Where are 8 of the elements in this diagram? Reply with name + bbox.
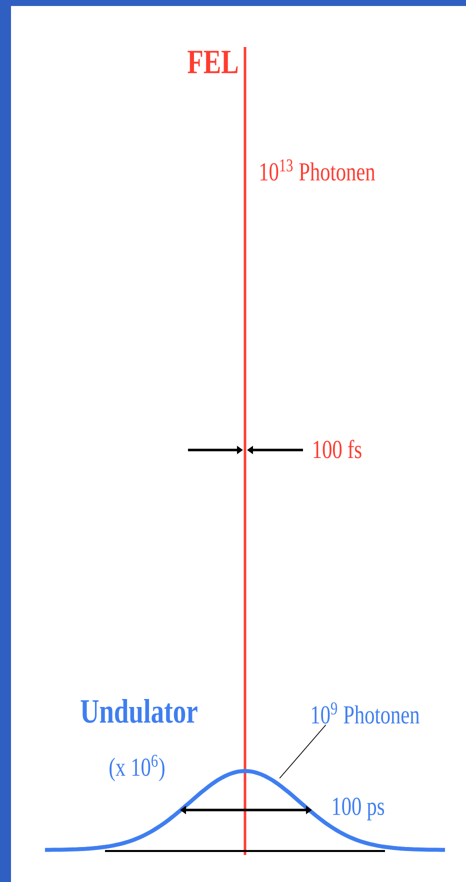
scale-factor-label: (x 10$^{6}$): [110, 754, 164, 782]
device-title: FEL: [188, 50, 238, 74]
photon-count-label: 10$^{13}$ Photonen: [260, 159, 376, 181]
pulse-duration-label: 100 ps: [333, 798, 384, 820]
device-title: Undulator: [80, 699, 198, 723]
photon-count-label: 10$^{9}$ Photonen: [312, 702, 420, 724]
pulse-duration-label: 100 fs: [314, 440, 362, 458]
leader-line: [279, 724, 326, 779]
